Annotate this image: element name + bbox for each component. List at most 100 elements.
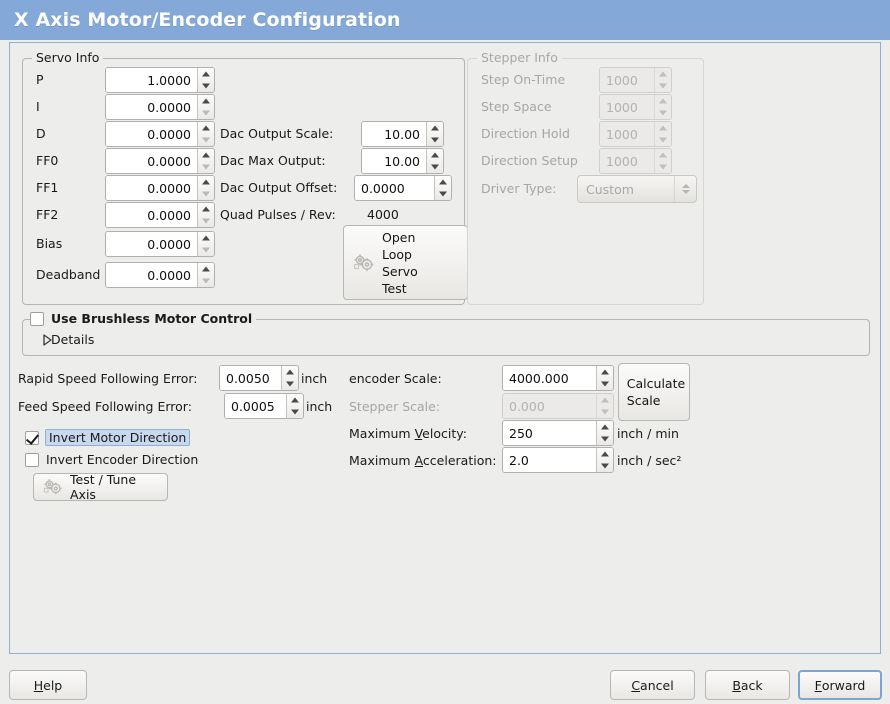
spin-d[interactable]: 0.0000	[105, 121, 215, 147]
spin-ff0-up-arrow[interactable]	[198, 149, 214, 161]
spin-dac-max-output-down-arrow[interactable]	[427, 161, 443, 173]
spin-encoder-scale-up-arrow[interactable]	[597, 366, 613, 378]
spin-ff1[interactable]: 0.0000	[105, 175, 215, 201]
spin-encoder-scale[interactable]: 4000.000	[502, 365, 614, 391]
spin-dac-output-scale-arrows[interactable]	[426, 122, 443, 146]
spin-ff1-down-arrow[interactable]	[198, 188, 214, 200]
spin-i-down-arrow[interactable]	[198, 107, 214, 119]
label-encoder-scale: encoder Scale:	[349, 371, 442, 386]
spin-d-arrows[interactable]	[197, 122, 214, 146]
spin-dac-output-offset-down-arrow[interactable]	[435, 188, 451, 200]
spin-dac-output-offset[interactable]: 0.0000	[354, 175, 452, 201]
servo-info-frame	[22, 58, 465, 305]
spin-maximum-velocity-down-arrow[interactable]	[597, 433, 613, 445]
spin-ff2-up-arrow[interactable]	[198, 203, 214, 215]
spin-dac-output-offset-value: 0.0000	[355, 176, 434, 200]
spin-deadband-arrows[interactable]	[197, 263, 214, 287]
spin-step-on-time-up-arrow	[655, 68, 671, 80]
spin-direction-hold: 1000	[599, 121, 672, 147]
spin-dac-output-scale[interactable]: 10.00	[361, 121, 444, 147]
spin-dac-max-output[interactable]: 10.00	[361, 148, 444, 174]
spin-encoder-scale-arrows[interactable]	[596, 366, 613, 390]
spin-ff2-down-arrow[interactable]	[198, 215, 214, 227]
spin-dac-max-output-up-arrow[interactable]	[427, 149, 443, 161]
spin-p-down-arrow[interactable]	[198, 80, 214, 92]
spin-maximum-acceleration-down-arrow[interactable]	[597, 460, 613, 472]
spin-deadband[interactable]: 0.0000	[105, 262, 215, 288]
details-expander[interactable]: Details	[34, 332, 94, 347]
spin-ff0[interactable]: 0.0000	[105, 148, 215, 174]
test-tune-axis-button[interactable]: Test / Tune Axis	[33, 472, 168, 502]
spin-ff1-value: 0.0000	[106, 176, 197, 200]
spin-feed-down-arrow[interactable]	[287, 406, 303, 418]
label-step-space: Step Space	[481, 99, 552, 114]
spin-dac-max-output-arrows[interactable]	[426, 149, 443, 173]
servo-info-group: Servo Info P I D FF0 FF1 FF2 Bias Deadba…	[22, 50, 468, 305]
spin-bias-arrows[interactable]	[197, 232, 214, 256]
label-direction-hold: Direction Hold	[481, 126, 570, 141]
spin-ff2-value: 0.0000	[106, 203, 197, 227]
spin-dac-output-offset-up-arrow[interactable]	[435, 176, 451, 188]
spin-p-arrows[interactable]	[197, 68, 214, 92]
use-brushless-motor-control-checkbox[interactable]: Use Brushless Motor Control	[30, 311, 252, 326]
spin-ff2[interactable]: 0.0000	[105, 202, 215, 228]
invert-motor-label: Invert Motor Direction	[45, 429, 191, 446]
spin-bias-down-arrow[interactable]	[198, 244, 214, 256]
invert-motor-direction-checkbox[interactable]: Invert Motor Direction	[25, 429, 191, 446]
spin-ff0-down-arrow[interactable]	[198, 161, 214, 173]
spin-i-up-arrow[interactable]	[198, 95, 214, 107]
spin-encoder-scale-down-arrow[interactable]	[597, 378, 613, 390]
spin-rapid-up-arrow[interactable]	[282, 366, 298, 378]
invert-motor-checkbox-box[interactable]	[25, 430, 39, 445]
spin-deadband-up-arrow[interactable]	[198, 263, 214, 275]
spin-rapid-down-arrow[interactable]	[282, 378, 298, 390]
open-loop-servo-test-button[interactable]: Open Loop Servo Test	[343, 225, 468, 300]
open-loop-servo-test-label: Open Loop Servo Test	[382, 229, 418, 297]
spin-dac-output-scale-up-arrow[interactable]	[427, 122, 443, 134]
unit-maximum-acceleration: inch / sec²	[617, 453, 682, 468]
spin-rapid-speed-following-error[interactable]: 0.0050	[219, 365, 299, 391]
spin-bias-up-arrow[interactable]	[198, 232, 214, 244]
spin-ff1-arrows[interactable]	[197, 176, 214, 200]
spin-feed-up-arrow[interactable]	[287, 394, 303, 406]
spin-feed-arrows[interactable]	[286, 394, 303, 418]
brushless-legend-slot: Use Brushless Motor Control	[30, 311, 257, 329]
spin-ff0-arrows[interactable]	[197, 149, 214, 173]
spin-step-on-time: 1000	[599, 67, 672, 93]
unit-maximum-velocity: inch / min	[617, 426, 679, 441]
spin-deadband-down-arrow[interactable]	[198, 275, 214, 287]
spin-stepper-scale-value: 0.000	[503, 394, 596, 418]
spin-ff2-arrows[interactable]	[197, 203, 214, 227]
spin-i-arrows[interactable]	[197, 95, 214, 119]
invert-encoder-label: Invert Encoder Direction	[46, 452, 199, 467]
calculate-scale-button[interactable]: Calculate Scale	[618, 363, 690, 421]
spin-dac-output-scale-down-arrow[interactable]	[427, 134, 443, 146]
label-feed-speed-following-error: Feed Speed Following Error:	[18, 399, 192, 414]
spin-direction-setup-value: 1000	[600, 149, 654, 173]
spin-d-down-arrow[interactable]	[198, 134, 214, 146]
spin-maximum-acceleration-arrows[interactable]	[596, 448, 613, 472]
spin-dac-output-offset-arrows[interactable]	[434, 176, 451, 200]
spin-maximum-acceleration[interactable]: 2.0	[502, 447, 614, 473]
brushless-checkbox-box[interactable]	[30, 311, 44, 326]
spin-d-up-arrow[interactable]	[198, 122, 214, 134]
spin-bias[interactable]: 0.0000	[105, 231, 215, 257]
spin-ff1-up-arrow[interactable]	[198, 176, 214, 188]
spin-maximum-velocity-up-arrow[interactable]	[597, 421, 613, 433]
spin-maximum-velocity[interactable]: 250	[502, 420, 614, 446]
spin-p-up-arrow[interactable]	[198, 68, 214, 80]
invert-encoder-checkbox-box[interactable]	[25, 452, 39, 467]
spin-rapid-arrows[interactable]	[281, 366, 298, 390]
spin-i[interactable]: 0.0000	[105, 94, 215, 120]
spin-maximum-velocity-arrows[interactable]	[596, 421, 613, 445]
invert-encoder-direction-checkbox[interactable]: Invert Encoder Direction	[25, 452, 198, 467]
spin-stepper-scale-down-arrow	[597, 406, 613, 418]
max-accel-label-post: cceleration:	[422, 453, 497, 468]
spin-p[interactable]: 1.0000	[105, 67, 215, 93]
spin-feed-speed-following-error[interactable]: 0.0005	[224, 393, 304, 419]
spin-maximum-acceleration-up-arrow[interactable]	[597, 448, 613, 460]
